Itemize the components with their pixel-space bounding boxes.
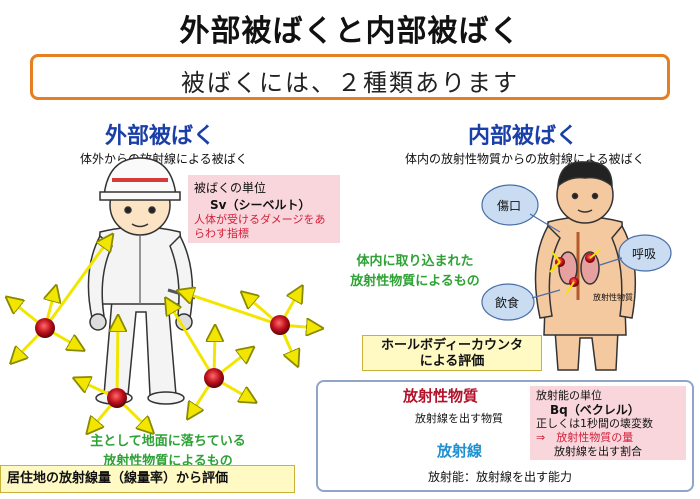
route-food: 飲食 (495, 296, 520, 310)
internal-intake-note: 体内に取り込まれた 放射性物質によるもの (350, 252, 480, 292)
legend-material-sub: 放射線を出す物質 (415, 412, 503, 425)
ground-note-line-1: 主として地面に落ちている (90, 434, 246, 449)
bubble-wound (481, 184, 561, 233)
legend-capacity: 放射能：放射線を出す能力 (428, 470, 573, 484)
body-material-label: 放射性物質 (593, 293, 633, 302)
subtitle-box: 被ばくには、２種類あります (30, 54, 670, 100)
internal-sources (549, 249, 601, 295)
route-wound: 傷口 (497, 199, 522, 213)
internal-heading: 内部被ばく (468, 124, 579, 149)
worker-figure (87, 157, 196, 405)
legend-ray: 放射線 (437, 442, 483, 460)
bq-line-5: 放射線を出す割合 (554, 445, 642, 458)
route-breath: 呼吸 (632, 247, 657, 261)
sv-unit-name: Sv（シーベルト） (210, 198, 311, 212)
wbc-line-1: ホールボディーカウンタ (380, 338, 524, 353)
bq-line-4: ⇒ 放射性物質の量 (536, 431, 634, 444)
bubble-food (481, 283, 561, 321)
bq-line-3: 正しくは1秒間の壊変数 (536, 417, 653, 430)
bq-name: Bq（ベクレル） (550, 403, 640, 417)
intake-line-1: 体内に取り込まれた (356, 254, 474, 269)
source-dot-1 (35, 318, 55, 338)
residence-eval-box: 居住地の放射線量（線量率）から評価 (0, 465, 295, 493)
source-dot-2 (107, 388, 127, 408)
wbc-box: ホールボディーカウンタ による評価 (362, 335, 542, 371)
sv-unit-title: 被ばくの単位 (194, 181, 267, 195)
bq-unit-box: 放射能の単位 Bq（ベクレル） 正しくは1秒間の壊変数 ⇒ 放射性物質の量 放射… (530, 386, 686, 460)
sv-unit-box: 被ばくの単位 Sv（シーベルト） 人体が受けるダメージをあらわす指標 (188, 175, 340, 243)
external-heading: 外部被ばく (105, 124, 216, 149)
wbc-line-2: による評価 (419, 354, 485, 369)
source-dot-4 (270, 315, 290, 335)
source-dot-3 (204, 368, 224, 388)
person-figure (534, 161, 637, 371)
bubble-breath (599, 234, 672, 272)
subtitle-text: 被ばくには、２種類あります (181, 69, 519, 97)
legend-material: 放射性物質 (403, 387, 479, 405)
sv-unit-desc: 人体が受けるダメージをあらわす指標 (194, 213, 326, 240)
intake-line-2: 放射性物質によるもの (350, 274, 480, 289)
page-title: 外部被ばくと内部被ばく (179, 14, 521, 49)
bq-title: 放射能の単位 (536, 389, 602, 402)
